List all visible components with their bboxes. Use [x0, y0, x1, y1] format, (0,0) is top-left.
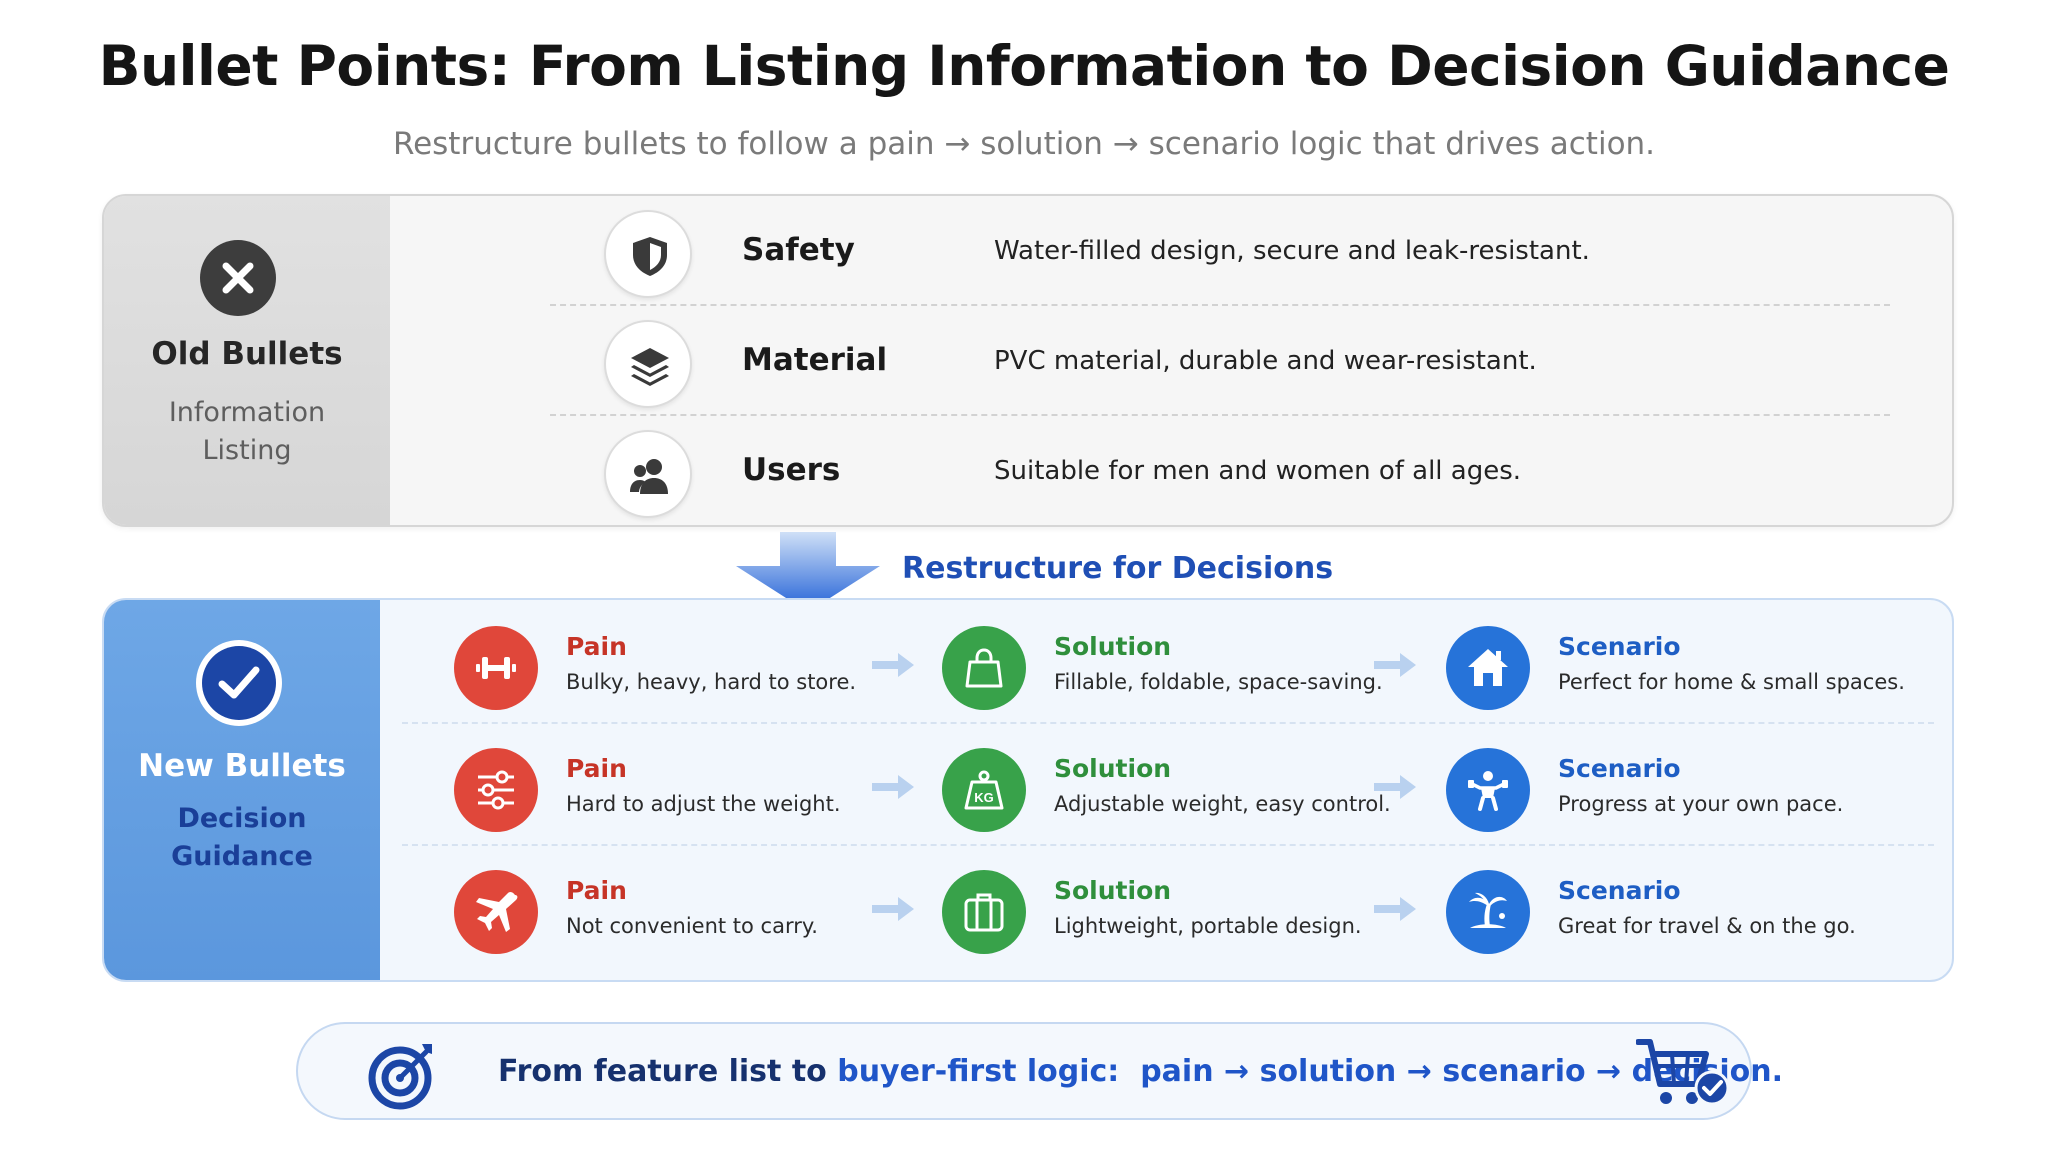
footer-prefix: From feature list to	[498, 1054, 838, 1089]
scenario-title: Scenario	[1558, 632, 1681, 661]
scenario-text: Great for travel & on the go.	[1558, 914, 1856, 938]
sliders-icon	[454, 748, 538, 832]
pain-text: Hard to adjust the weight.	[566, 792, 841, 816]
old-bullet-row: Material PVC material, durable and wear-…	[390, 306, 1952, 416]
row-divider	[402, 722, 1934, 724]
solution-text: Lightweight, portable design.	[1054, 914, 1362, 938]
old-bullet-row: Safety Water-filled design, secure and l…	[390, 196, 1952, 306]
pain-text: Not convenient to carry.	[566, 914, 818, 938]
old-bullet-desc: PVC material, durable and wear-resistant…	[994, 346, 1537, 376]
users-icon	[604, 430, 692, 518]
new-bullet-row: Pain Not convenient to carry. Solution L…	[380, 844, 1952, 966]
layers-icon	[604, 320, 692, 408]
old-bullet-label: Material	[742, 342, 888, 378]
old-bullets-sidebar: Old Bullets Information Listing	[104, 196, 390, 525]
old-bullet-row: Users Suitable for men and women of all …	[390, 416, 1952, 525]
dumbbell-icon	[454, 626, 538, 710]
solution-text: Adjustable weight, easy control.	[1054, 792, 1391, 816]
new-bullet-row: Pain Hard to adjust the weight. KG Solut…	[380, 722, 1952, 846]
footer-text: From feature list to buyer-first logic: …	[498, 1054, 1783, 1089]
new-bullet-row: Pain Bulky, heavy, hard to store. Soluti…	[380, 600, 1952, 724]
scenario-title: Scenario	[1558, 754, 1681, 783]
arrow-right-icon	[870, 772, 916, 806]
solution-title: Solution	[1054, 632, 1172, 661]
old-bullet-desc: Water-filled design, secure and leak-res…	[994, 236, 1590, 266]
target-icon	[366, 1038, 438, 1114]
shopping-cart-icon	[1635, 1036, 1732, 1114]
old-bullet-desc: Suitable for men and women of all ages.	[994, 456, 1522, 486]
new-bullets-subtitle: Decision Guidance	[171, 803, 313, 872]
row-divider	[550, 414, 1890, 416]
restructure-label: Restructure for Decisions	[902, 551, 1334, 586]
arrow-right-icon	[870, 894, 916, 928]
solution-text: Fillable, foldable, space-saving.	[1054, 670, 1383, 694]
scenario-text: Progress at your own pace.	[1558, 792, 1844, 816]
palm-island-icon	[1446, 870, 1530, 954]
footer-highlight: buyer-first logic:	[837, 1054, 1120, 1089]
old-bullet-label: Users	[742, 452, 841, 488]
page-title: Bullet Points: From Listing Information …	[98, 34, 1950, 98]
arrow-right-icon	[1372, 894, 1418, 928]
row-divider	[402, 844, 1934, 846]
old-bullets-panel: Old Bullets Information Listing Safety W…	[102, 194, 1954, 527]
arrow-right-icon	[1372, 772, 1418, 806]
page-subtitle: Restructure bullets to follow a pain → s…	[392, 126, 1656, 162]
check-icon	[196, 640, 282, 726]
pain-title: Pain	[566, 632, 627, 661]
row-divider	[550, 304, 1890, 306]
arrow-right-icon	[1372, 650, 1418, 684]
scenario-text: Perfect for home & small spaces.	[1558, 670, 1905, 694]
person-exercise-icon	[1446, 748, 1530, 832]
x-icon	[200, 240, 276, 316]
old-bullets-title: Old Bullets	[151, 336, 343, 372]
footer-banner: From feature list to buyer-first logic: …	[296, 1022, 1783, 1120]
new-bullets-title: New Bullets	[138, 748, 346, 784]
new-bullets-panel: New Bullets Decision Guidance Pain Bulky…	[102, 598, 1954, 982]
old-bullets-subtitle: Information Listing	[168, 397, 326, 466]
shopping-bag-icon	[942, 626, 1026, 710]
suitcase-icon	[942, 870, 1026, 954]
kg-weight-icon: KG	[942, 748, 1026, 832]
svg-text:KG: KG	[974, 790, 994, 805]
solution-title: Solution	[1054, 754, 1172, 783]
solution-title: Solution	[1054, 876, 1172, 905]
old-bullet-label: Safety	[742, 232, 855, 268]
scenario-title: Scenario	[1558, 876, 1681, 905]
down-arrow-icon	[736, 532, 880, 616]
arrow-right-icon	[870, 650, 916, 684]
new-bullets-sidebar: New Bullets Decision Guidance	[104, 600, 380, 980]
pain-title: Pain	[566, 754, 627, 783]
pain-text: Bulky, heavy, hard to store.	[566, 670, 857, 694]
shield-icon	[604, 210, 692, 298]
pain-title: Pain	[566, 876, 627, 905]
airplane-icon	[454, 870, 538, 954]
house-icon	[1446, 626, 1530, 710]
